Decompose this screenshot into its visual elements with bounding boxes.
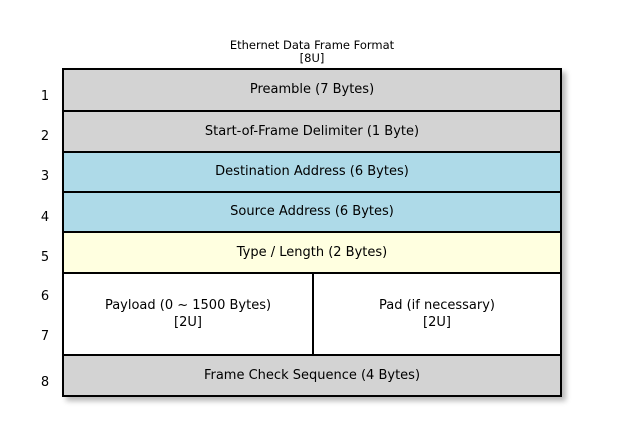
field-row-type-length: Type / Length (2 Bytes): [64, 231, 560, 272]
field-annotation-pad: [2U]: [423, 315, 451, 330]
page-title: Ethernet Data Frame Format: [229, 38, 395, 52]
row-number-7: 7: [40, 329, 50, 344]
field-row-payload-pad: Payload (0 ~ 1500 Bytes) [2U] Pad (if ne…: [64, 272, 560, 354]
field-label-preamble: Preamble (7 Bytes): [249, 82, 375, 97]
row-number-gutter: 1 2 3 4 5 6 7 8: [34, 68, 56, 397]
row-number-4: 4: [40, 210, 50, 225]
field-cell-payload: Payload (0 ~ 1500 Bytes) [2U]: [64, 274, 314, 354]
row-number-2: 2: [40, 129, 50, 144]
field-annotation-payload: [2U]: [174, 315, 202, 330]
field-row-start-of-frame-delimiter: Start-of-Frame Delimiter (1 Byte): [64, 110, 560, 151]
field-cell-pad: Pad (if necessary) [2U]: [314, 274, 560, 354]
row-number-5: 5: [40, 250, 50, 265]
row-number-6: 6: [40, 289, 50, 304]
field-row-preamble: Preamble (7 Bytes): [64, 70, 560, 110]
field-row-source-address: Source Address (6 Bytes): [64, 191, 560, 231]
field-label-destination-address: Destination Address (6 Bytes): [215, 164, 409, 179]
field-label-payload: Payload (0 ~ 1500 Bytes): [104, 298, 272, 313]
diagram-title-block: Ethernet Data Frame Format [8U]: [62, 38, 562, 65]
page-subtitle: [8U]: [299, 51, 325, 65]
field-label-pad: Pad (if necessary): [378, 298, 495, 313]
field-row-frame-check-sequence: Frame Check Sequence (4 Bytes): [64, 354, 560, 395]
field-label-frame-check-sequence: Frame Check Sequence (4 Bytes): [203, 367, 421, 383]
ethernet-frame-table: Preamble (7 Bytes) Start-of-Frame Delimi…: [62, 68, 562, 397]
field-label-start-of-frame-delimiter: Start-of-Frame Delimiter (1 Byte): [204, 123, 420, 139]
field-label-source-address: Source Address (6 Bytes): [230, 204, 394, 219]
field-label-type-length: Type / Length (2 Bytes): [236, 244, 388, 260]
field-row-destination-address: Destination Address (6 Bytes): [64, 151, 560, 191]
row-number-3: 3: [40, 169, 50, 184]
row-number-1: 1: [40, 89, 50, 104]
row-number-8: 8: [40, 375, 50, 390]
